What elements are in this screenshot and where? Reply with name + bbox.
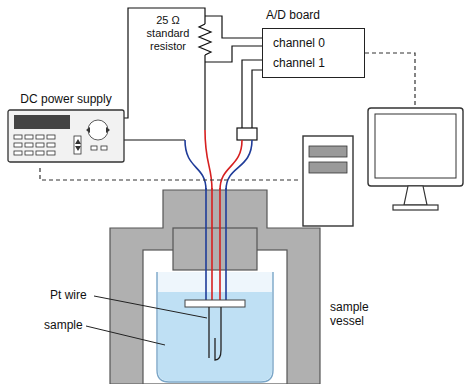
- ad-board: A/D boardchannel 0channel 1: [262, 8, 365, 80]
- label-anchor: 25 Ω standard resistor: [138, 14, 198, 53]
- channel1-tap: [252, 70, 262, 128]
- channel0-tap: [205, 16, 262, 38]
- part-label: sample: [44, 318, 83, 332]
- red-wire: [205, 130, 212, 190]
- part-label: Pt wire: [50, 288, 87, 302]
- power-supply: DC power supply: [6, 92, 126, 168]
- lead-wires: [185, 130, 252, 190]
- blue-wire: [185, 140, 206, 190]
- return-wire: [124, 139, 185, 140]
- computer: PC: [298, 108, 468, 268]
- board-label: A/D board: [266, 8, 369, 22]
- label-anchor: Pt wire: [50, 288, 87, 302]
- channel-label: channel 0: [273, 36, 364, 50]
- label-anchor: sample: [44, 318, 83, 332]
- resistor-symbol: [199, 24, 211, 55]
- red-wire: [220, 140, 242, 190]
- vessel-illustration: [105, 188, 325, 384]
- resistor-label: 25 Ω standard resistor: [138, 14, 198, 53]
- supply-wire: [124, 8, 205, 118]
- control-line: [365, 53, 415, 108]
- channel-label: channel 1: [273, 56, 364, 70]
- device-label: DC power supply: [6, 92, 126, 106]
- computer-icon: [298, 108, 468, 228]
- board-box: channel 0 channel 1: [262, 28, 365, 78]
- blue-wire: [226, 140, 252, 190]
- control-line: [40, 168, 298, 180]
- resistor-wire: [204, 55, 205, 130]
- channel1-tap: [242, 60, 262, 128]
- vessel-label: sample vessel: [330, 300, 382, 328]
- sample-vessel: sample vessel: [105, 188, 325, 384]
- plug: [237, 128, 257, 140]
- power-supply-icon: [6, 108, 126, 164]
- circuit-wires: [124, 8, 262, 140]
